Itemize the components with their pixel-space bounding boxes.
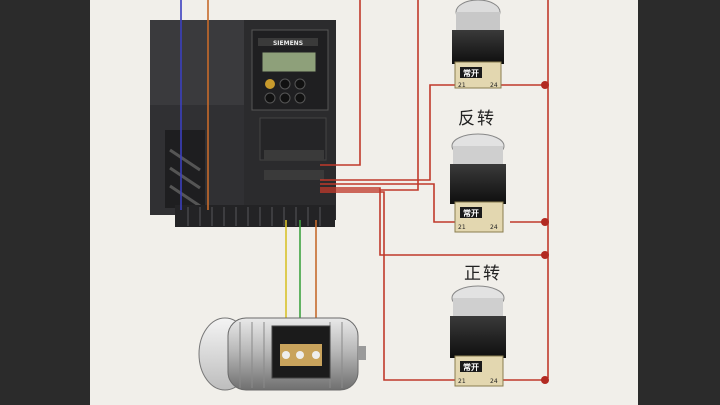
inverter-lcd — [261, 51, 317, 73]
button-body — [452, 30, 504, 64]
terminal-label-left: 21 — [458, 378, 466, 385]
forward-label: 正转 — [464, 264, 502, 284]
reverse-button-wire-a — [320, 183, 455, 223]
terminal-label-right: 24 — [490, 82, 498, 89]
terminal-label-left: 21 — [458, 82, 466, 89]
contact-label-bg — [460, 207, 482, 218]
inverter-brand: SIEMENS — [273, 40, 303, 47]
terminal-label-right: 24 — [490, 378, 498, 385]
junction-dot — [541, 376, 549, 384]
button-body — [450, 316, 506, 358]
keypad-button-3[interactable] — [294, 78, 306, 90]
button-collar — [453, 298, 503, 316]
junction-dot — [541, 251, 549, 259]
junction-dots — [541, 81, 549, 384]
button-top[interactable]: 常开 21 24 — [452, 0, 504, 89]
inverter-left-terminals — [165, 130, 205, 208]
control-terminal-strip — [264, 150, 324, 160]
keypad-button-6[interactable] — [294, 92, 306, 104]
contact-label-bg — [460, 67, 482, 78]
button-body — [450, 164, 506, 204]
motor-terminal-screw — [296, 351, 304, 359]
inverter: SIEMENS — [150, 20, 336, 227]
top-button-return-wire — [320, 0, 419, 191]
button-forward[interactable]: 常开 21 24 — [450, 285, 506, 387]
inverter-keypad — [264, 78, 306, 104]
terminal-label-right: 24 — [490, 224, 498, 231]
io-terminal-strip — [264, 170, 324, 180]
reverse-label: 反转 — [458, 109, 496, 129]
motor — [198, 317, 366, 391]
junction-dot — [541, 218, 549, 226]
heatsink-fins — [187, 207, 321, 226]
contact-label-bg — [460, 361, 482, 372]
terminal-label-left: 21 — [458, 224, 466, 231]
forward-feed-wire — [320, 187, 545, 256]
button-collar — [453, 146, 503, 164]
contact-label: 常开 — [463, 362, 479, 372]
keypad-button-1[interactable] — [265, 79, 275, 89]
button-reverse[interactable]: 常开 21 24 — [450, 133, 506, 233]
keypad-button-2[interactable] — [279, 78, 291, 90]
button-collar — [456, 12, 500, 30]
contact-label: 常开 — [463, 68, 479, 78]
inverter-brand-strip — [258, 38, 318, 46]
keypad-button-4[interactable] — [264, 92, 276, 104]
top-button-feed-wire — [320, 0, 361, 166]
keypad-button-5[interactable] — [279, 92, 291, 104]
motor-terminal-screw — [312, 351, 320, 359]
inverter-top-panel — [150, 20, 250, 105]
contact-label: 常开 — [463, 208, 479, 218]
junction-dot — [541, 81, 549, 89]
motor-shaft — [358, 346, 366, 360]
motor-terminal-screw — [282, 351, 290, 359]
